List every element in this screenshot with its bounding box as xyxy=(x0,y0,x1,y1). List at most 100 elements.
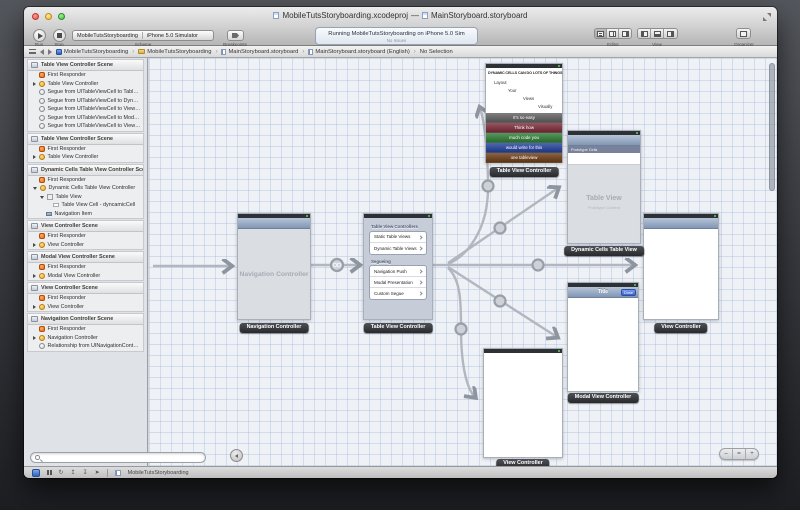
breakpoints-button[interactable] xyxy=(227,30,244,41)
outline-item[interactable]: Segue from UITableViewCell to Dyn… xyxy=(28,97,143,106)
outline-filter-field[interactable] xyxy=(30,452,206,463)
outline-item[interactable]: First Responder xyxy=(28,145,143,154)
scene-view-controller-bottom[interactable] xyxy=(483,348,563,458)
scene-header[interactable]: View Controller Scene xyxy=(28,283,143,294)
standard-editor-button[interactable] xyxy=(595,29,607,38)
outline-item[interactable]: First Responder xyxy=(28,263,143,272)
outline-mode-icon[interactable] xyxy=(47,470,52,475)
scene-header[interactable]: Dynamic Cells Table View Controller Scen… xyxy=(28,164,143,176)
table-cell-push[interactable]: Navigation Push xyxy=(370,266,426,277)
scene-label-menu-table[interactable]: Table View Controller xyxy=(363,323,433,333)
outline-item[interactable]: Table View xyxy=(28,193,143,202)
minimize-button[interactable] xyxy=(45,13,52,20)
scene-view-controller-right[interactable] xyxy=(643,213,719,320)
scene-header[interactable]: Navigation Controller Scene xyxy=(28,314,143,325)
scene-header[interactable]: Table View Controller Scene xyxy=(28,60,143,71)
scene-label-navigation[interactable]: Navigation Controller xyxy=(239,323,309,333)
segue-badge[interactable] xyxy=(531,258,545,272)
table-cell-custom[interactable]: Custom Segue xyxy=(370,288,426,299)
disclosure-icon[interactable] xyxy=(33,304,36,309)
outline-item[interactable]: Navigation Controller xyxy=(28,334,143,343)
outline-item[interactable]: Segue from UITableViewCell to View… xyxy=(28,105,143,114)
scene-header[interactable]: Modal View Controller Scene xyxy=(28,252,143,263)
disclosure-icon[interactable] xyxy=(33,335,36,340)
zoom-out-button[interactable]: – xyxy=(720,449,733,459)
outline-item[interactable]: View Controller xyxy=(28,241,143,250)
relationship-badge[interactable] xyxy=(329,257,345,273)
table-cell-static[interactable]: Static Table Views xyxy=(370,232,426,243)
breadcrumb-storyboard[interactable]: MainStoryboard.storyboard xyxy=(221,48,298,55)
zoom-window-button[interactable] xyxy=(58,13,65,20)
outline-item[interactable]: First Responder xyxy=(28,294,143,303)
scene-label-view-right[interactable]: View Controller xyxy=(654,323,708,333)
bottom-bar-document-name[interactable]: MobileTutsStoryboarding xyxy=(127,469,189,476)
outline-item[interactable]: Segue from UITableViewCell to Mod… xyxy=(28,114,143,123)
toggle-document-outline-button[interactable] xyxy=(230,449,243,462)
outline-filter-input[interactable] xyxy=(42,453,201,462)
scene-demo-table-view-controller[interactable]: DYNAMIC CELLS CAN DO LOTS OF THINGS Layo… xyxy=(485,63,563,163)
breadcrumb-no-selection[interactable]: No Selection xyxy=(419,48,453,55)
scene-label-demo-table[interactable]: Table View Controller xyxy=(489,167,559,177)
zoom-actual-button[interactable]: = xyxy=(733,449,746,459)
utilities-toggle-button[interactable] xyxy=(664,29,677,38)
breadcrumb-group[interactable]: MobileTutsStoryboarding xyxy=(138,49,211,55)
outline-item[interactable]: Relationship from UINavigationCont… xyxy=(28,342,143,351)
zoom-in-button[interactable]: + xyxy=(750,451,754,457)
debug-area-toggle-button[interactable] xyxy=(651,29,664,38)
outline-item[interactable]: First Responder xyxy=(28,325,143,334)
outline-item[interactable]: Modal View Controller xyxy=(28,272,143,281)
outline-item[interactable]: Table View Controller xyxy=(28,80,143,89)
disclosure-open-icon[interactable] xyxy=(33,187,37,191)
breadcrumb-localization[interactable]: MainStoryboard.storyboard (English) xyxy=(308,48,410,55)
scene-header[interactable]: View Controller Scene xyxy=(28,221,143,232)
table-cell[interactable]: Think how xyxy=(486,123,562,133)
outline-item[interactable]: First Responder xyxy=(28,71,143,80)
outline-item[interactable]: First Responder xyxy=(28,176,143,185)
down-arrow-icon[interactable]: ↧ xyxy=(82,469,88,476)
table-cell[interactable]: It's so easy xyxy=(486,113,562,123)
stop-button[interactable] xyxy=(53,29,66,42)
segue-badge[interactable] xyxy=(454,322,468,336)
done-button[interactable]: Done xyxy=(621,289,636,296)
organizer-button[interactable] xyxy=(737,29,750,38)
outline-item[interactable]: Segue from UITableViewCell to View… xyxy=(28,122,143,131)
disclosure-icon[interactable] xyxy=(33,242,36,247)
scene-label-view-bottom[interactable]: View Controller xyxy=(496,459,550,466)
assistant-editor-button[interactable] xyxy=(607,29,619,38)
scene-dynamic-cells-table-view[interactable]: Prototype Cells Table View Prototype Con… xyxy=(567,130,641,244)
breadcrumb-project[interactable]: MobileTutsStoryboarding xyxy=(56,48,128,55)
cursor-icon[interactable]: ➤ xyxy=(94,469,100,476)
close-button[interactable] xyxy=(32,13,39,20)
navigator-toggle-button[interactable] xyxy=(638,29,651,38)
table-cell[interactable]: much code you xyxy=(486,133,562,143)
fullscreen-icon[interactable] xyxy=(763,13,771,21)
storyboard-canvas[interactable]: DYNAMIC CELLS CAN DO LOTS OF THINGS Layo… xyxy=(149,58,777,466)
scene-navigation-controller[interactable]: Navigation Controller xyxy=(237,213,311,320)
table-cell-modal[interactable]: Modal Presentation xyxy=(370,277,426,288)
disclosure-open-icon[interactable] xyxy=(40,195,44,199)
version-editor-button[interactable] xyxy=(619,29,631,38)
canvas-vertical-scrollbar[interactable] xyxy=(769,63,775,191)
outline-item[interactable]: Table View Controller xyxy=(28,153,143,162)
back-icon[interactable] xyxy=(40,48,44,55)
scheme-selector[interactable]: MobileTutsStoryboarding iPhone 5.0 Simul… xyxy=(72,30,214,41)
disclosure-icon[interactable] xyxy=(33,81,36,86)
disclosure-icon[interactable] xyxy=(33,273,36,278)
disclosure-icon[interactable] xyxy=(33,155,36,160)
scene-modal-view-controller[interactable]: Title Done xyxy=(567,282,639,392)
outline-item[interactable]: Segue from UITableViewCell to Tabl… xyxy=(28,88,143,97)
outline-item[interactable]: Dynamic Cells Table View Controller xyxy=(28,184,143,193)
segue-badge[interactable] xyxy=(481,179,495,193)
forward-icon[interactable] xyxy=(48,48,52,55)
table-cell[interactable]: one tableview xyxy=(486,153,562,163)
scene-header[interactable]: Table View Controller Scene xyxy=(28,133,143,145)
outline-item[interactable]: View Controller xyxy=(28,303,143,312)
prototype-cell[interactable] xyxy=(568,153,640,165)
segue-badge[interactable] xyxy=(493,221,507,235)
up-arrow-icon[interactable]: ↥ xyxy=(70,469,76,476)
scene-label-dynamic-table[interactable]: Dynamic Cells Table View xyxy=(564,246,644,256)
outline-item[interactable]: Navigation Item xyxy=(28,210,143,219)
scene-menu-table-view-controller[interactable]: Table View Controllers Static Table View… xyxy=(363,213,433,320)
segue-badge[interactable] xyxy=(493,294,507,308)
refresh-icon[interactable]: ↻ xyxy=(58,469,64,476)
